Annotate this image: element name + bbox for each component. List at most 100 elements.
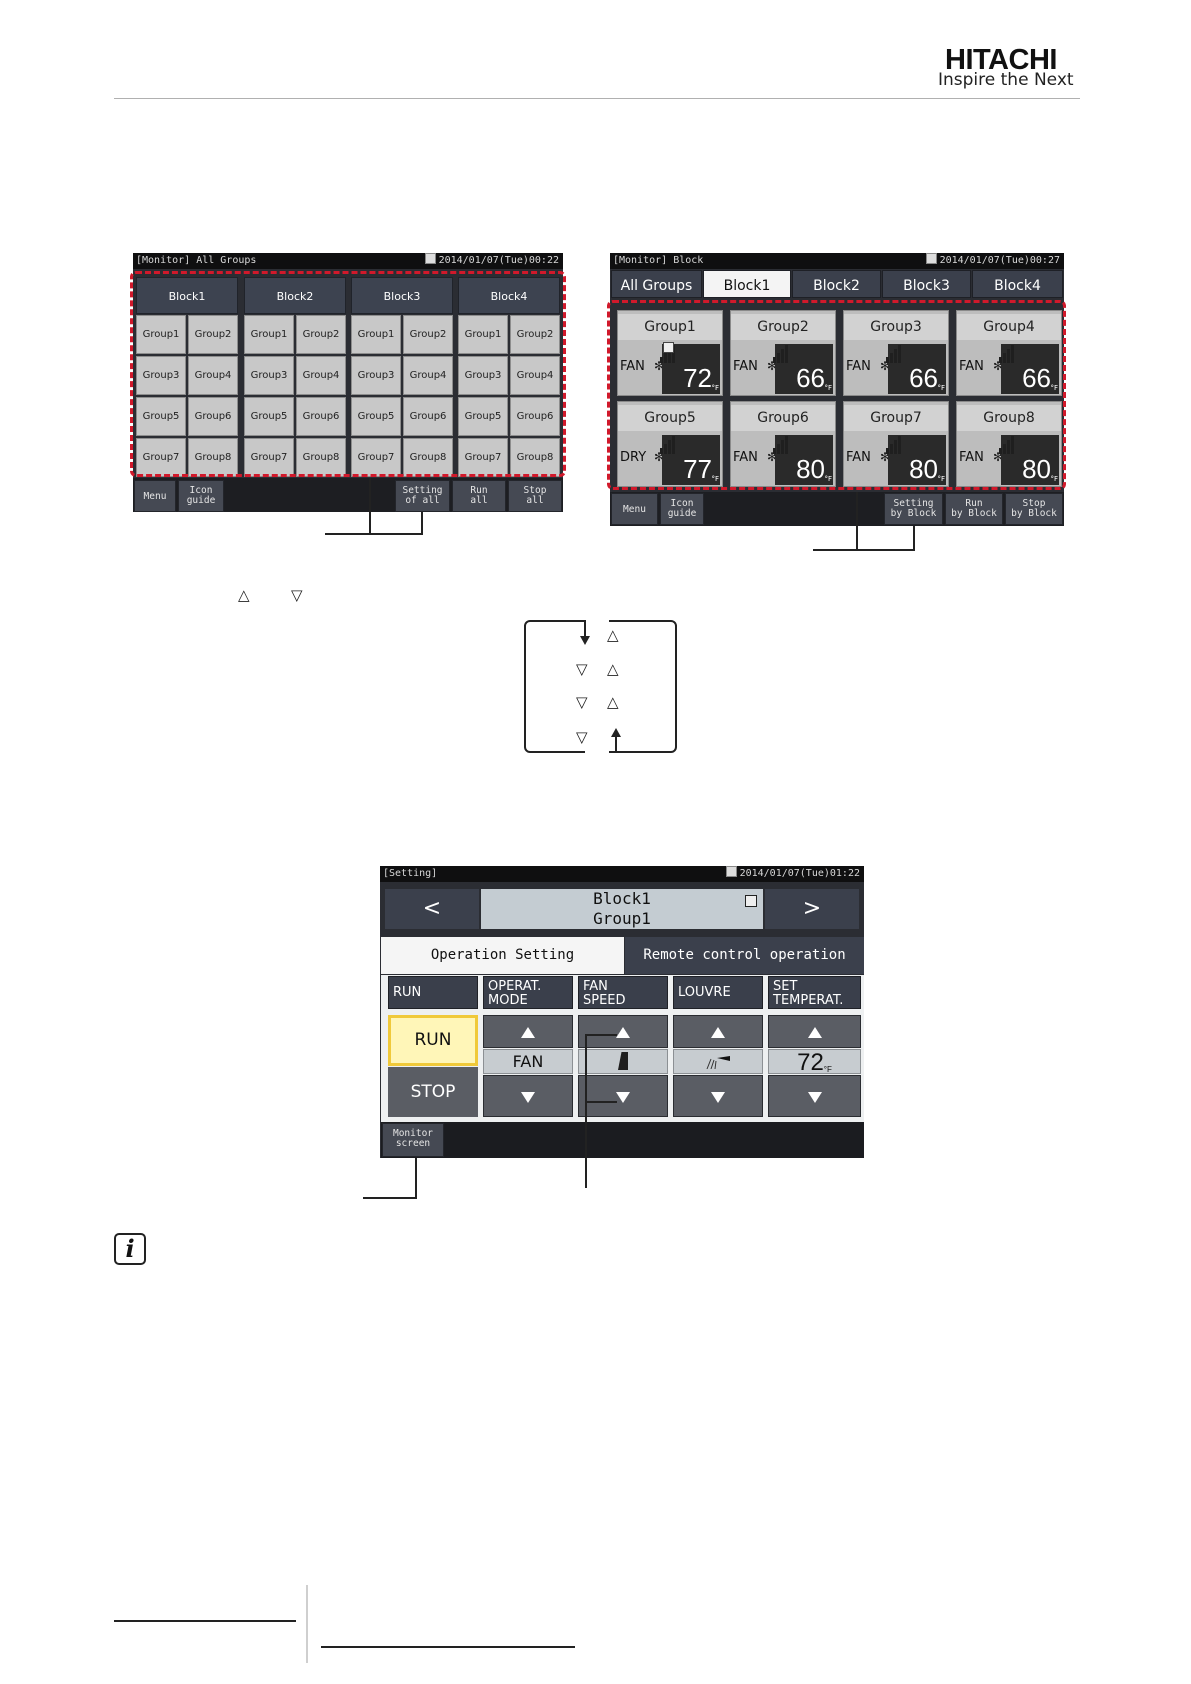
run-button[interactable]: RUN [388, 1015, 478, 1066]
group-button[interactable]: Group3 [244, 356, 294, 395]
group-button[interactable]: Group6 [403, 397, 453, 436]
prev-button[interactable]: < [385, 889, 479, 929]
menu-button[interactable]: Menu [134, 480, 176, 512]
group-button[interactable]: Group5 [458, 397, 508, 436]
tab-block4[interactable]: Block4 [972, 270, 1063, 298]
mode-up-button[interactable] [483, 1015, 573, 1048]
louvre-up-button[interactable] [673, 1015, 763, 1048]
group-tile-name: Group2 [731, 314, 835, 340]
group-button[interactable]: Group8 [188, 438, 238, 477]
degree-unit: °F [711, 384, 719, 392]
mode-value: FAN [512, 1052, 544, 1071]
group-button[interactable]: Group4 [296, 356, 346, 395]
block-header-4[interactable]: Block4 [458, 277, 560, 314]
group-button[interactable]: Group7 [136, 438, 186, 477]
group-tile-name: Group6 [731, 405, 835, 431]
status-bar: [Monitor] All Groups 2014/01/07(Tue)00:2… [133, 253, 563, 269]
fan-speed-icon [618, 1052, 628, 1070]
louvre-column-header: LOUVRE [673, 976, 763, 1009]
mode-down-button[interactable] [483, 1075, 573, 1117]
block-header-2[interactable]: Block2 [244, 277, 346, 314]
group-button[interactable]: Group8 [296, 438, 346, 477]
status-bar: [Setting] 2014/01/07(Tue)01:22 [380, 866, 864, 882]
group-button[interactable]: Group3 [351, 356, 401, 395]
group-button[interactable]: Group4 [403, 356, 453, 395]
temp-down-button[interactable] [768, 1075, 861, 1117]
arrow-down-icon [521, 1092, 535, 1103]
menu-button[interactable]: Menu [611, 493, 658, 525]
degree-unit: °F [824, 475, 832, 483]
leader-line [415, 1158, 417, 1198]
group-button[interactable]: Group4 [188, 356, 238, 395]
group-tile-name: Group1 [618, 314, 722, 340]
target-header: Block1 Group1 [481, 889, 763, 929]
group-name: Group1 [593, 909, 651, 928]
tab-all-groups[interactable]: All Groups [611, 270, 702, 298]
group-button[interactable]: Group5 [351, 397, 401, 436]
group-button[interactable]: Group1 [351, 315, 401, 354]
tab-block2[interactable]: Block2 [792, 270, 881, 298]
fan-icon: ✻ [654, 450, 665, 464]
block-header-1[interactable]: Block1 [136, 277, 238, 314]
group-button[interactable]: Group1 [458, 315, 508, 354]
louvre-down-button[interactable] [673, 1075, 763, 1117]
fan-speed-up-button[interactable] [578, 1015, 668, 1048]
group-button[interactable]: Group6 [188, 397, 238, 436]
footer-line [321, 1646, 575, 1648]
group-button[interactable]: Group6 [510, 397, 560, 436]
temp-up-button[interactable] [768, 1015, 861, 1048]
tab-remote-control-operation[interactable]: Remote control operation [625, 937, 864, 974]
highlight-frame-2 [607, 300, 1066, 490]
group-tile-name: Group8 [957, 405, 1061, 431]
hitachi-logo: HITACHI [945, 44, 1057, 76]
group-button[interactable]: Group5 [244, 397, 294, 436]
group-button[interactable]: Group2 [510, 315, 560, 354]
group-button[interactable]: Group3 [136, 356, 186, 395]
group-button[interactable]: Group2 [296, 315, 346, 354]
tab-operation-setting[interactable]: Operation Setting [381, 937, 624, 974]
block-header-3[interactable]: Block3 [351, 277, 453, 314]
fan-speed-down-button[interactable] [578, 1075, 668, 1117]
up-triangle-icon: △ [607, 626, 619, 644]
group-button[interactable]: Group2 [188, 315, 238, 354]
leader-line [585, 1034, 617, 1036]
tab-block1[interactable]: Block1 [703, 270, 791, 298]
group-button[interactable]: Group2 [403, 315, 453, 354]
fan-icon: ✻ [993, 359, 1004, 373]
tab-block3[interactable]: Block3 [882, 270, 971, 298]
group-button[interactable]: Group3 [458, 356, 508, 395]
temperature-panel [1001, 344, 1059, 394]
group-button[interactable]: Group8 [510, 438, 560, 477]
stop-button[interactable]: STOP [388, 1067, 478, 1117]
group-button[interactable]: Group6 [296, 397, 346, 436]
leader-line [325, 533, 423, 535]
temperature-value: 72 [683, 363, 712, 393]
tagline: Inspire the Next [938, 70, 1074, 90]
group-button[interactable]: Group5 [136, 397, 186, 436]
group-button[interactable]: Group1 [136, 315, 186, 354]
group-button[interactable]: Group1 [244, 315, 294, 354]
louvre-icon [705, 1054, 731, 1070]
next-button[interactable]: > [765, 889, 859, 929]
louvre-value-cell [673, 1049, 763, 1074]
screen-title: [Monitor] Block [613, 255, 704, 266]
group-button[interactable]: Group4 [510, 356, 560, 395]
mode-label: FAN [846, 359, 871, 374]
